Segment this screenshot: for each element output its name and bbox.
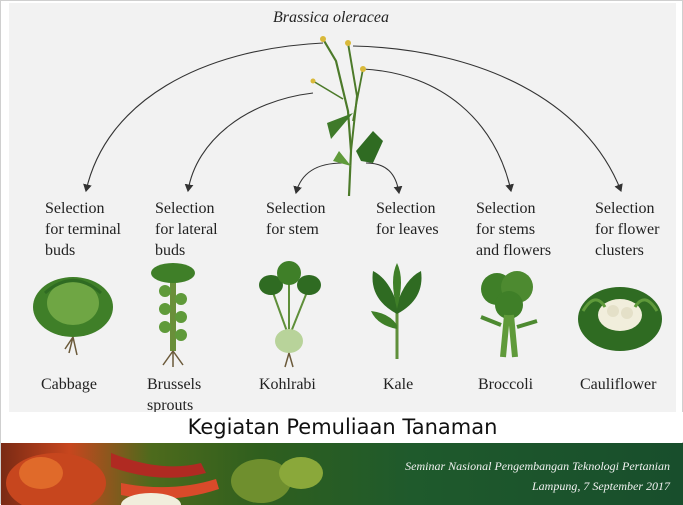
arrow-to-cabbage (86, 43, 323, 191)
cauliflower-icon (575, 271, 665, 359)
vegetable-name-brussels-sprouts: Brussels sprouts (147, 374, 201, 416)
vegetables-photo-strip (1, 443, 361, 505)
vegetable-name-kale: Kale (383, 374, 413, 395)
selection-label-leaves: Selection for leaves (376, 198, 439, 240)
cabbage-icon (25, 263, 121, 359)
root-species-label: Brassica oleracea (241, 9, 421, 27)
brussels-sprouts-icon (143, 259, 203, 369)
selection-label-flower-clusters: Selection for flower clusters (595, 198, 659, 261)
vegetable-name-broccoli: Broccoli (478, 374, 533, 395)
broccoli-icon (467, 265, 547, 361)
selection-label-lateral-buds: Selection for lateral buds (155, 198, 218, 261)
arrow-to-broccoli (363, 69, 511, 191)
kale-icon (359, 259, 435, 363)
slide-title: Kegiatan Pemuliaan Tanaman (1, 412, 683, 442)
vegetable-name-cauliflower: Cauliflower (580, 374, 656, 395)
arrow-to-cauliflower (353, 46, 621, 191)
selection-label-stem: Selection for stem (266, 198, 326, 240)
selection-label-stems-flowers: Selection for stems and flowers (476, 198, 551, 261)
vegetable-name-cabbage: Cabbage (41, 374, 97, 395)
arrow-to-kohlrabi (296, 163, 343, 193)
vegetable-name-kohlrabi: Kohlrabi (259, 374, 316, 395)
footer-event-name: Seminar Nasional Pengembangan Teknologi … (405, 459, 670, 474)
footer-banner: Seminar Nasional Pengembangan Teknologi … (1, 443, 683, 505)
footer-location-date: Lampung, 7 September 2017 (532, 479, 670, 494)
wild-mustard-plant-icon (311, 36, 384, 196)
selection-label-terminal-buds: Selection for terminal buds (45, 198, 121, 261)
kohlrabi-icon (251, 257, 327, 369)
arrow-to-brussels-sprouts (188, 93, 313, 191)
arrow-to-kale (366, 163, 399, 193)
